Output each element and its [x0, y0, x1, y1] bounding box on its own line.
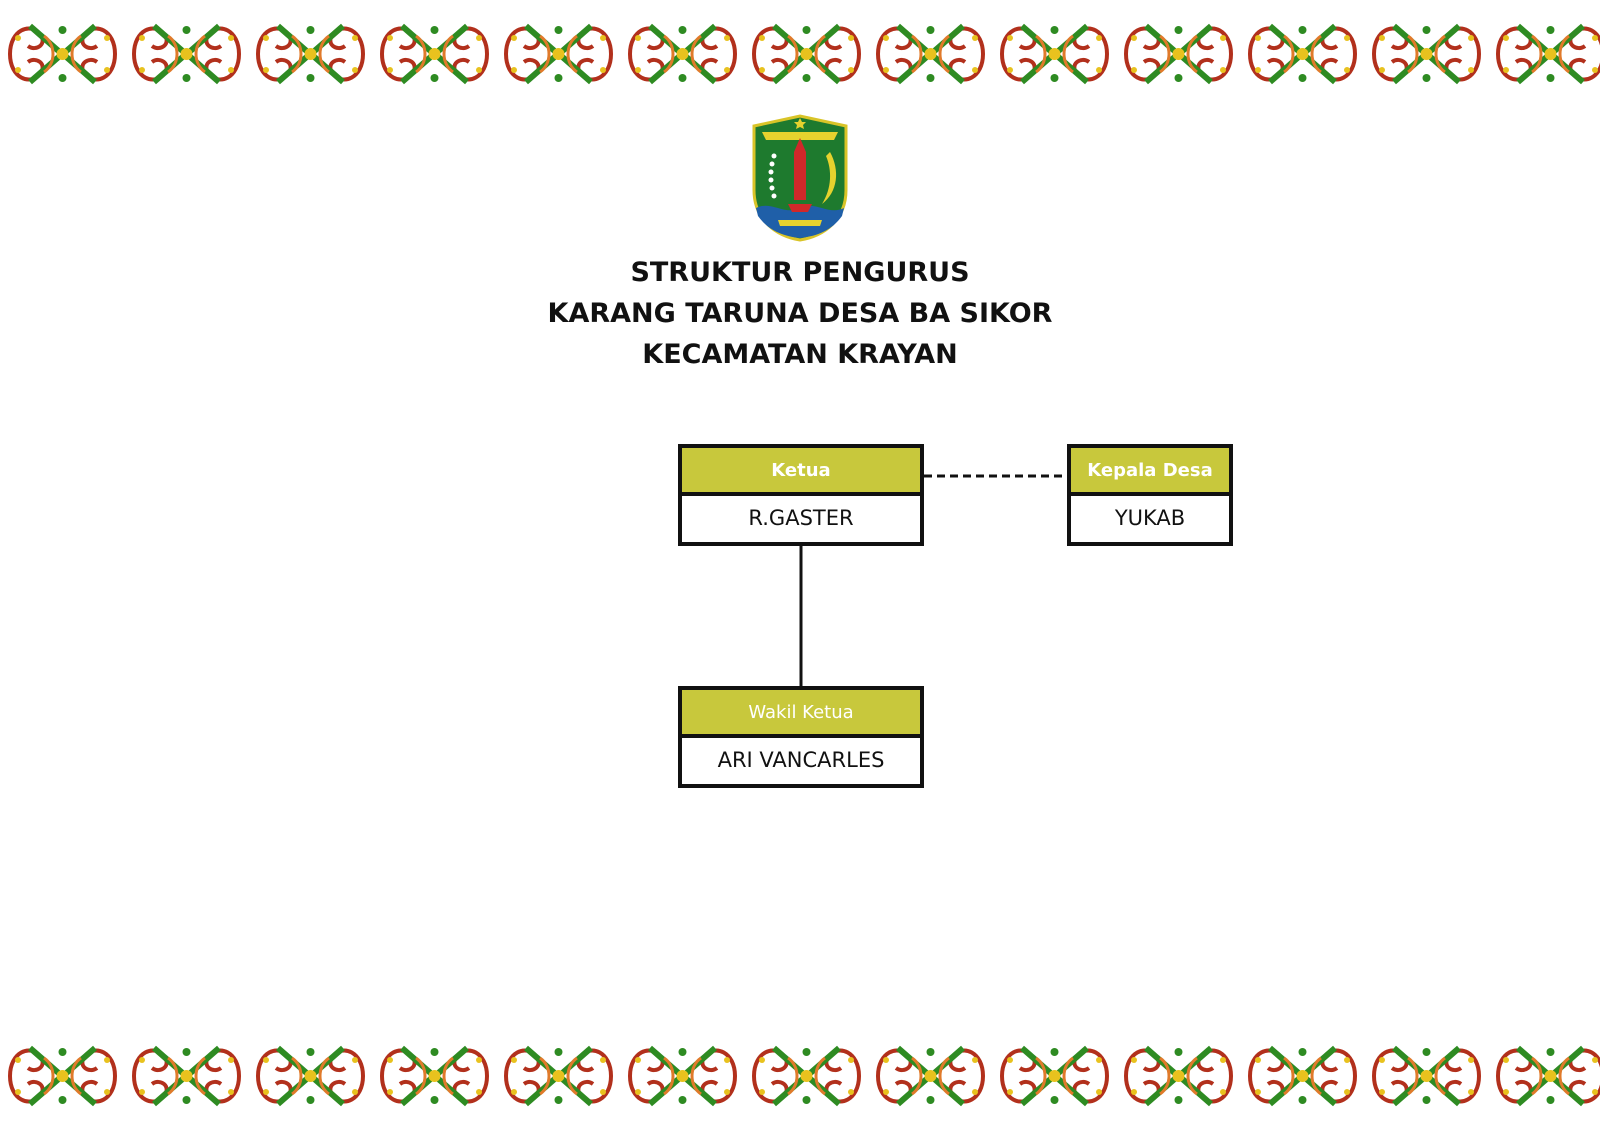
- org-node-ketua: Ketua R.GASTER: [678, 444, 924, 546]
- page-title: STRUKTUR PENGURUS KARANG TARUNA DESA BA …: [400, 252, 1200, 375]
- title-line-2: KARANG TARUNA DESA BA SIKOR: [547, 298, 1053, 329]
- title-line-1: STRUKTUR PENGURUS: [630, 257, 970, 288]
- role-label: Kepala Desa: [1071, 448, 1229, 496]
- role-label: Ketua: [682, 448, 920, 496]
- person-name: ARI VANCARLES: [717, 748, 885, 772]
- org-node-kepala-desa: Kepala Desa YUKAB: [1067, 444, 1233, 546]
- role-label: Wakil Ketua: [682, 690, 920, 738]
- title-line-3: KECAMATAN KRAYAN: [642, 339, 958, 370]
- person-name: R.GASTER: [748, 506, 854, 530]
- person-name: YUKAB: [1114, 506, 1186, 530]
- org-node-wakil-ketua: Wakil Ketua ARI VANCARLES: [678, 686, 924, 788]
- coat-of-arms-logo: [752, 114, 848, 242]
